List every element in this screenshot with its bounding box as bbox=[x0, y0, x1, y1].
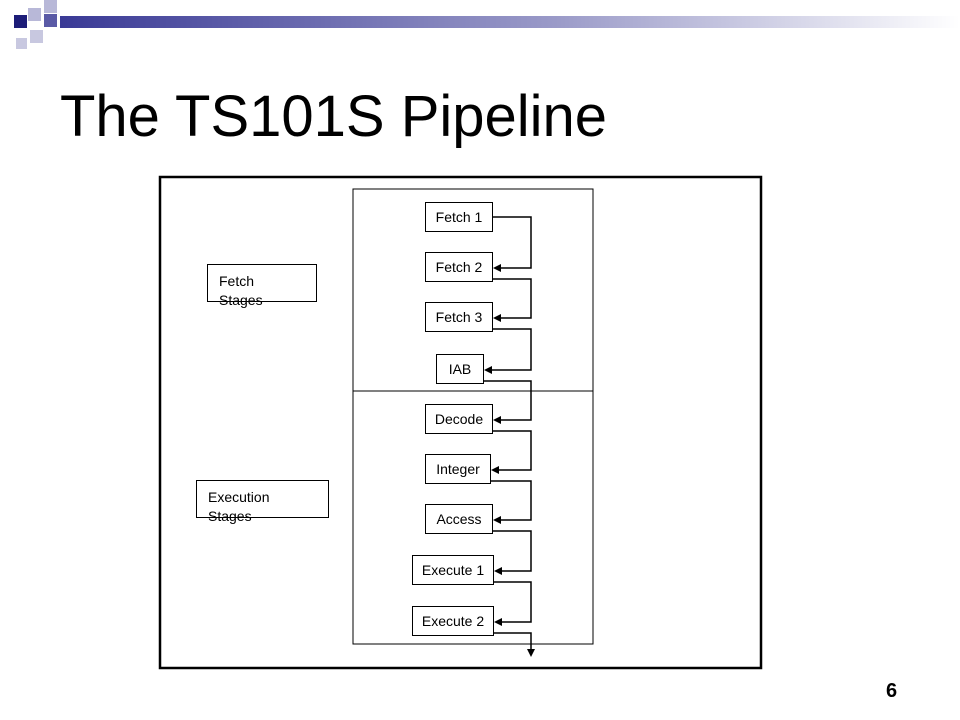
deco-square-light bbox=[28, 8, 41, 21]
slide-title: The TS101S Pipeline bbox=[60, 84, 608, 149]
connector-arrow bbox=[493, 530, 532, 575]
deco-square-dark bbox=[14, 15, 27, 28]
connector-arrow bbox=[491, 430, 532, 474]
connector-arrow bbox=[493, 216, 532, 272]
connector-arrow bbox=[494, 581, 532, 626]
stage-fetch-3: Fetch 3 bbox=[425, 302, 493, 332]
stage-execute-1: Execute 1 bbox=[412, 555, 494, 585]
stage-access: Access bbox=[425, 504, 493, 534]
deco-square-light-2 bbox=[30, 30, 43, 43]
deco-square-light-3 bbox=[16, 38, 27, 49]
connector-arrow bbox=[493, 278, 532, 322]
execution-section-box bbox=[352, 390, 594, 645]
stage-execute-2: Execute 2 bbox=[412, 606, 494, 636]
deco-square-mid bbox=[44, 0, 57, 13]
stage-iab: IAB bbox=[436, 354, 484, 384]
connector-arrow bbox=[491, 480, 532, 524]
header-decoration bbox=[14, 0, 960, 49]
connector-arrow bbox=[494, 632, 535, 657]
stage-connectors bbox=[484, 216, 535, 657]
page-number: 6 bbox=[886, 680, 898, 702]
connector-arrow bbox=[484, 380, 532, 424]
deco-square-mid-2 bbox=[44, 14, 57, 27]
diagram-frame bbox=[158, 175, 763, 670]
stage-decode: Decode bbox=[425, 404, 493, 434]
stage-fetch-2: Fetch 2 bbox=[425, 252, 493, 282]
stage-fetch-1: Fetch 1 bbox=[425, 202, 493, 232]
connector-arrow bbox=[484, 328, 532, 374]
deco-gradient-bar bbox=[60, 16, 960, 28]
stage-integer: Integer bbox=[425, 454, 491, 484]
